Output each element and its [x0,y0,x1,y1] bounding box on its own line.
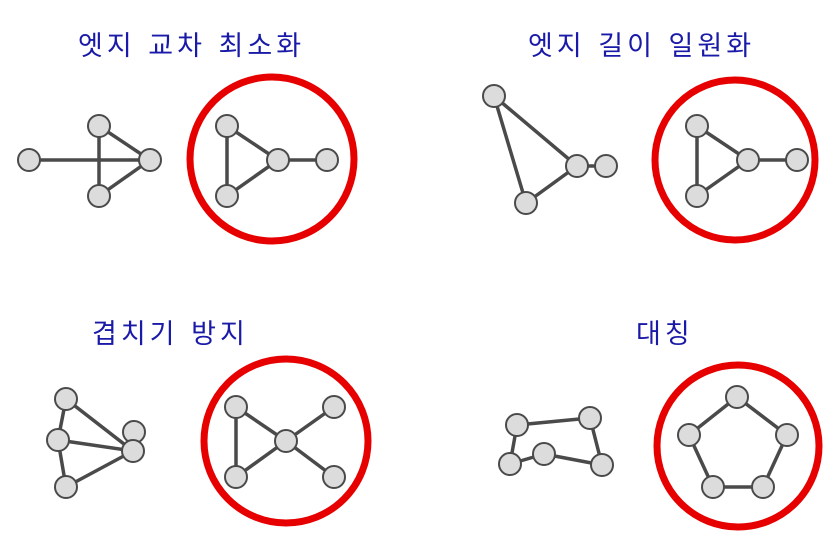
graph-node [498,452,522,476]
graph-edge [515,416,592,427]
highlight-ring [186,73,358,245]
panel-title-symmetry: 대칭 [636,319,694,350]
edge-crossing-bad-graph [17,114,162,208]
edge-length-bad-graph [482,84,618,215]
graph-node [54,475,78,499]
graph-node [785,148,809,172]
symmetry-bad-graph [498,406,614,477]
graph-node [215,184,239,208]
graph-node [274,429,298,453]
graph-node [578,406,602,430]
graph-node [121,439,145,463]
edge-length-good-graph [651,76,819,244]
graph-edge [492,94,579,168]
graph-node [46,428,70,452]
graph-node [514,191,538,215]
graph-edge [64,449,135,489]
graph-node [685,184,709,208]
panel-title-edge-length: 엣지 길이 일원화 [528,31,756,62]
graph-node [87,114,111,138]
graph-node [266,148,290,172]
highlight-ring [200,355,372,527]
graph-node [87,184,111,208]
highlight-ring [653,361,823,531]
graph-node [751,475,775,499]
graph-node [17,148,41,172]
graph-node [322,395,346,419]
graph-node [565,154,589,178]
graph-node [505,413,529,437]
graph-node [224,395,248,419]
graph-node [482,84,506,108]
graph-edge [56,438,135,453]
graph-edge [492,94,528,205]
graph-node [685,114,709,138]
graph-node [54,387,78,411]
graph-node [725,385,749,409]
graph-node [775,423,799,447]
graph-node [532,442,556,466]
graph-node [594,154,618,178]
overlap-good-graph [200,355,372,527]
graph-node [677,423,701,447]
highlight-ring [651,76,819,244]
graph-node [215,114,239,138]
panel-title-edge-crossing: 엣지 교차 최소화 [78,31,306,62]
graph-node [322,465,346,489]
panel-title-overlap: 겹치기 방지 [92,319,249,350]
graph-node [224,465,248,489]
graph-node [138,148,162,172]
graph-node [315,148,339,172]
graph-node [701,475,725,499]
graph-edge [64,397,135,453]
overlap-bad-graph [46,387,146,499]
graph-node [736,148,760,172]
edge-crossing-good-graph [186,73,358,245]
graph-node [590,453,614,477]
symmetry-good-graph [653,361,823,531]
